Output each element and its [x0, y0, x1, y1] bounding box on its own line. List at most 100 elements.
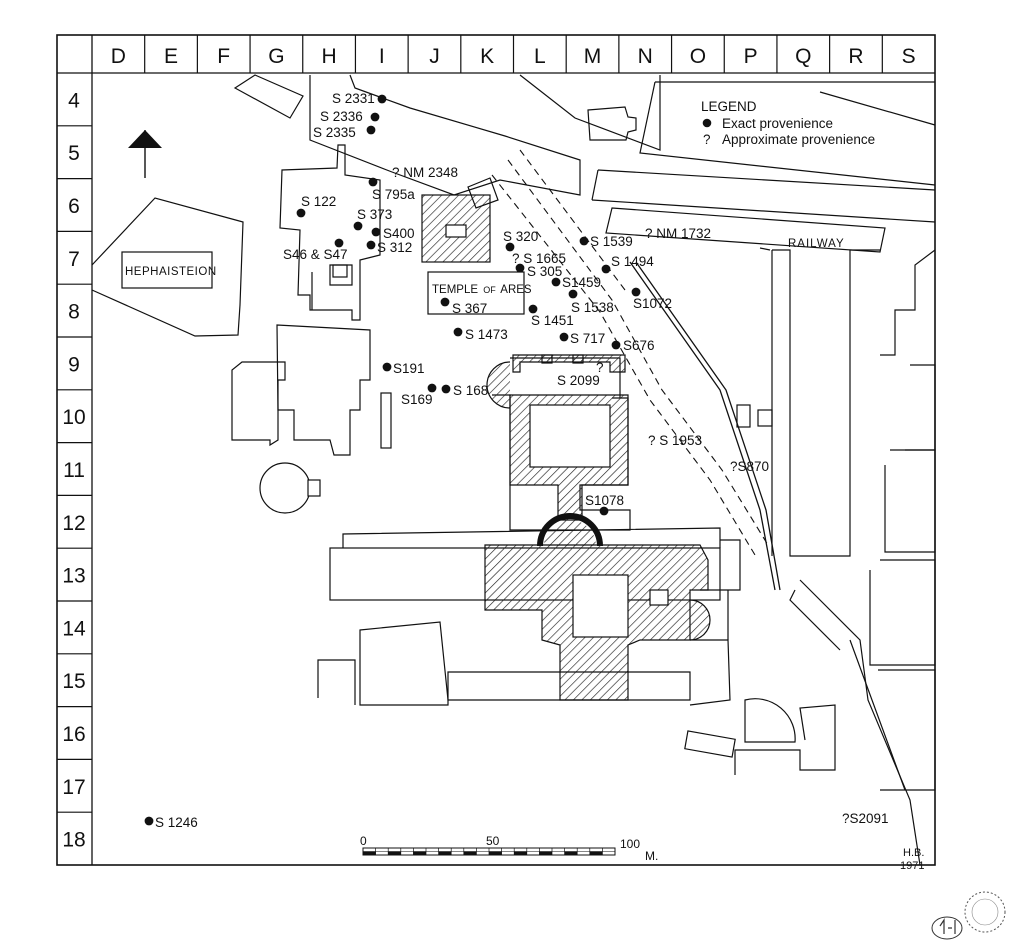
row-header-9: 9 — [68, 353, 80, 376]
column-header-o: O — [690, 45, 706, 68]
find-dot-s-305 — [515, 263, 525, 273]
find-dot-s-320 — [505, 242, 515, 252]
column-header-d: D — [111, 45, 126, 68]
find-label-s-1953: ? S 1953 — [648, 433, 702, 448]
row-header-13: 13 — [62, 565, 85, 588]
find-label-s46-s47: S46 & S47 — [283, 247, 348, 262]
find-label-s191: S191 — [393, 361, 425, 376]
find-dot-s169 — [427, 383, 437, 393]
row-header-17: 17 — [62, 776, 85, 799]
find-label-s-1451: S 1451 — [531, 313, 574, 328]
row-header-16: 16 — [62, 723, 85, 746]
building-outlines — [91, 74, 936, 866]
find-label-s-305: S 305 — [527, 264, 562, 279]
find-dot-s-1539 — [579, 236, 589, 246]
find-label-s2091: ?S2091 — [842, 811, 889, 826]
column-header-r: R — [848, 45, 863, 68]
find-label-s-312: S 312 — [377, 240, 412, 255]
find-dot-s46-s47 — [334, 238, 344, 248]
scale-tick-0: 0 — [360, 834, 367, 848]
scale-bar: 0 50 100 M. — [360, 834, 658, 863]
find-label-s-2099: S 2099 — [557, 373, 600, 388]
find-dot-s1072 — [631, 287, 641, 297]
legend-approx-symbol: ? — [703, 132, 711, 147]
column-header-m: M — [584, 45, 602, 68]
find-label-s-367: S 367 — [452, 301, 487, 316]
column-header-j: J — [429, 45, 440, 68]
legend-title: LEGEND — [701, 99, 757, 114]
scale-tick-50: 50 — [486, 834, 500, 848]
find-dot-s-1451 — [528, 304, 538, 314]
find-label-s1072: S1072 — [633, 296, 672, 311]
legend-exact-label: Exact provenience — [722, 116, 833, 131]
find-dot-s-795a — [368, 177, 378, 187]
find-label-s-122: S 122 — [301, 194, 336, 209]
row-header-5: 5 — [68, 142, 80, 165]
column-header-p: P — [744, 45, 758, 68]
find-label-s-717: S 717 — [570, 331, 605, 346]
legend-approx-label: Approximate provenience — [722, 132, 875, 147]
find-dot-s-1473 — [453, 327, 463, 337]
find-dot-s-1246 — [144, 816, 154, 826]
scale-tick-100: 100 — [620, 837, 640, 851]
row-header-12: 12 — [62, 512, 85, 535]
find-label-s-1538: S 1538 — [571, 300, 614, 315]
find-label-s1459: S1459 — [562, 275, 601, 290]
find-approx-mark-s-2099: ? — [596, 360, 604, 375]
column-header-s: S — [902, 45, 916, 68]
legend: LEGEND Exact provenience ? Approximate p… — [701, 99, 875, 147]
column-header-q: Q — [795, 45, 811, 68]
find-label-nm-2348: ? NM 2348 — [392, 165, 458, 180]
find-dot-s-373 — [353, 221, 363, 231]
column-header-l: L — [534, 45, 546, 68]
find-dot-s1459 — [551, 277, 561, 287]
find-label-s-1539: S 1539 — [590, 234, 633, 249]
find-dot-s-122 — [296, 208, 306, 218]
find-dot-s1078 — [599, 506, 609, 516]
scale-unit: M. — [645, 849, 658, 863]
find-dot-s676 — [611, 340, 621, 350]
north-arrow — [128, 130, 162, 178]
find-label-s169: S169 — [401, 392, 433, 407]
row-header-4: 4 — [68, 89, 80, 112]
row-header-6: 6 — [68, 195, 80, 218]
row-header-18: 18 — [62, 829, 85, 852]
map-frame — [56, 34, 936, 866]
find-label-nm-1732: ? NM 1732 — [645, 226, 711, 241]
temple-of-ares-label-of: OF — [483, 285, 496, 295]
find-label-s-795a: S 795a — [372, 187, 415, 202]
find-dot-s-1538 — [568, 289, 578, 299]
row-header-10: 10 — [62, 406, 85, 429]
handwritten-reference — [931, 916, 963, 940]
signature-initials: H.B. — [903, 847, 924, 859]
find-label-s-1473: S 1473 — [465, 327, 508, 342]
row-header-7: 7 — [68, 248, 80, 271]
legend-exact-dot — [702, 118, 712, 128]
row-header-14: 14 — [62, 617, 86, 640]
column-header-h: H — [322, 45, 337, 68]
find-dot-s-367 — [440, 297, 450, 307]
temple-of-ares-label-word2: ARES — [500, 284, 532, 296]
find-label-s-1665: ? S 1665 — [512, 251, 566, 266]
find-dot-s-2336 — [370, 112, 380, 122]
railway-line — [629, 261, 781, 591]
column-header-n: N — [638, 45, 653, 68]
find-label-s-168: S 168 — [453, 383, 488, 398]
signature-year: 1971 — [900, 860, 924, 872]
scale-divisions — [362, 848, 616, 855]
find-label-s-2331: S 2331 — [332, 91, 375, 106]
railway-label: RAILWAY — [788, 238, 845, 250]
row-header-11: 11 — [63, 459, 85, 482]
column-header-e: E — [164, 45, 178, 68]
find-label-s676: S676 — [623, 338, 655, 353]
find-label-s-2335: S 2335 — [313, 125, 356, 140]
find-dot-s-717 — [559, 332, 569, 342]
column-header-f: F — [217, 45, 230, 68]
find-label-s-2336: S 2336 — [320, 109, 363, 124]
hephaisteion-label: HEPHAISTEION — [125, 266, 217, 278]
find-label-s400: S400 — [383, 226, 415, 241]
column-header-i: I — [379, 45, 385, 68]
